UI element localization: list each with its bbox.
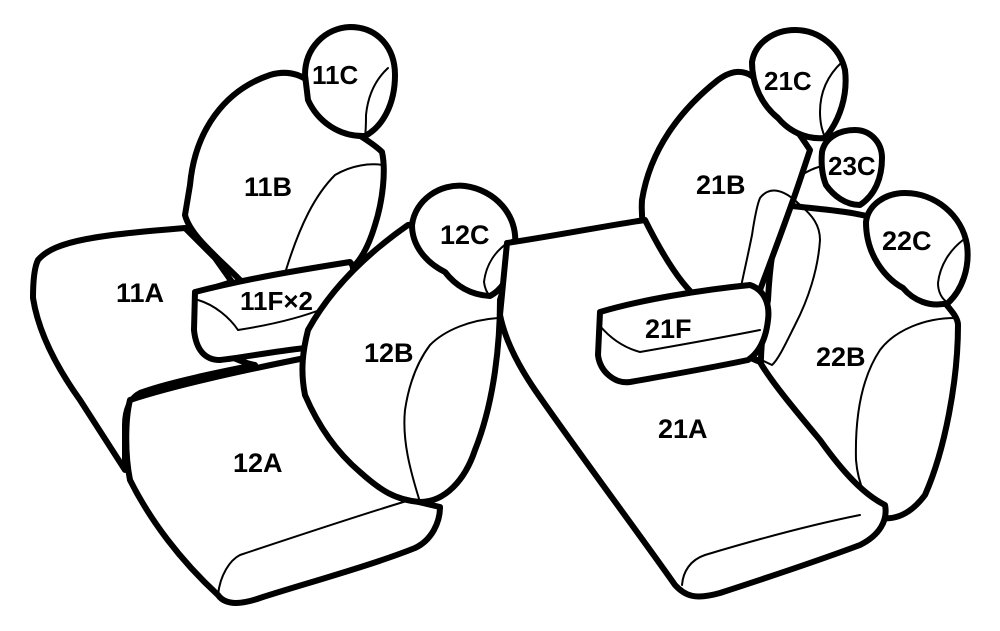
headrest-11C-seam: [364, 67, 389, 137]
armrest-21F: [595, 282, 772, 386]
seatback-21B-side-panel: [729, 189, 821, 366]
label-22B: 22B: [816, 342, 866, 372]
headrest-23C: [818, 127, 885, 208]
label-11F: 11F×2: [240, 286, 313, 316]
headrest-21C-seam: [819, 61, 843, 139]
armrest-21F-seam: [599, 325, 761, 353]
label-11B: 11B: [244, 172, 292, 202]
headrest-22C-seam: [937, 239, 964, 304]
armrest-11F-seam-1: [197, 299, 239, 331]
label-12A: 12A: [233, 448, 283, 478]
seat-labels: 11C 11B 11A 11F×2 12C 12B 12A 21C 23C 21…: [116, 60, 932, 478]
cushion-21A: [497, 217, 889, 600]
label-11C: 11C: [312, 60, 358, 90]
label-21B: 21B: [696, 170, 746, 200]
label-12B: 12B: [364, 338, 414, 368]
headrest-12C-seam: [483, 239, 513, 297]
label-21A: 21A: [658, 414, 708, 444]
headrest-21C: [749, 27, 849, 142]
label-21C: 21C: [764, 66, 812, 96]
right-seat-group: [497, 27, 971, 600]
cushion-21A-seam: [681, 514, 861, 586]
label-22C: 22C: [882, 226, 932, 256]
label-23C: 23C: [828, 151, 876, 181]
cushion-12A-seam: [217, 499, 411, 596]
seatback-12B-seam: [403, 317, 499, 503]
headrest-11C: [302, 24, 398, 140]
headrest-22C: [863, 190, 971, 308]
label-12C: 12C: [440, 220, 490, 250]
label-11A: 11A: [116, 278, 164, 308]
label-21F: 21F: [645, 314, 692, 344]
seatback-11B-seam: [285, 163, 384, 271]
